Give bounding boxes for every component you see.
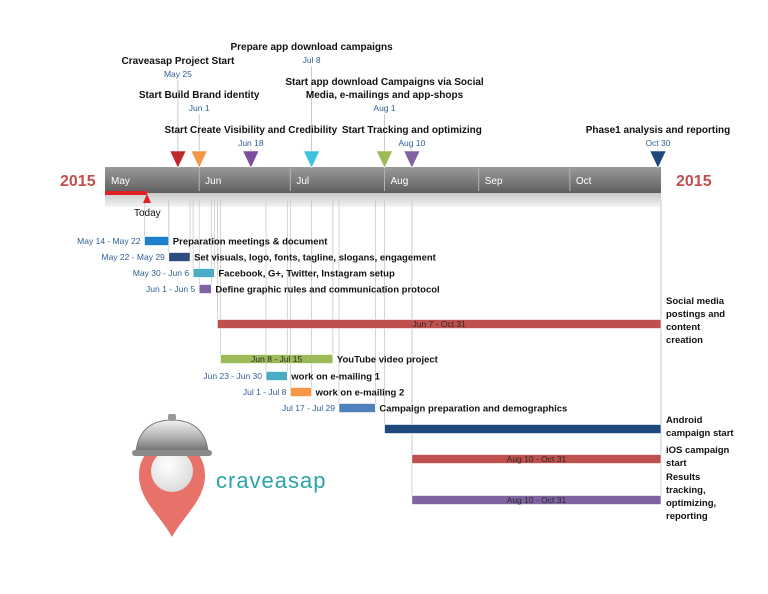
milestone-marker-icon xyxy=(169,150,187,169)
craveasap-logo xyxy=(132,414,212,537)
logo-cloche-rim xyxy=(132,450,212,456)
timeline-band-shadow xyxy=(105,193,661,207)
task-bar xyxy=(265,371,288,381)
task-bar xyxy=(168,252,191,262)
task-date-label: May 30 - Jun 6 xyxy=(133,268,189,278)
task-bar xyxy=(192,268,215,278)
logo-cloche-icon xyxy=(135,419,209,453)
milestone-marker-icon xyxy=(242,150,260,169)
milestone-marker-icon xyxy=(403,150,421,169)
task-bar xyxy=(338,403,376,413)
milestone-title: Phase1 analysis and reporting xyxy=(586,125,731,136)
milestone-title: Start Build Brand identity xyxy=(139,90,260,101)
logo-cloche-knob xyxy=(168,414,176,421)
task-name-label: Facebook, G+, Twitter, Instagram setup xyxy=(218,269,395,280)
task-name-label: Set visuals, logo, fonts, tagline, sloga… xyxy=(194,253,437,264)
task-date-label: Jun 23 - Jun 30 xyxy=(203,371,262,381)
timeline-band xyxy=(105,167,661,193)
task-bar xyxy=(411,495,662,505)
task-bar xyxy=(384,424,662,434)
task-date-label: May 22 - May 29 xyxy=(101,252,165,262)
task-name-label: work on e-mailing 2 xyxy=(315,388,405,399)
task-bar xyxy=(198,284,212,294)
month-label: Oct xyxy=(576,176,592,187)
task-bar xyxy=(220,354,334,364)
milestone-title: Start app download Campaigns via Social xyxy=(285,77,484,88)
today-progress-bar xyxy=(105,191,147,195)
task-name-label: Define graphic rules and communication p… xyxy=(215,285,439,296)
milestone-date: Jul 8 xyxy=(303,55,321,65)
logo-ball-icon xyxy=(151,450,193,492)
task-date-label: May 14 - May 22 xyxy=(77,236,141,246)
milestone-title: Prepare app download campaigns xyxy=(230,42,393,53)
milestone-marker-icon xyxy=(303,150,320,169)
task-date-label: Jun 1 - Jun 5 xyxy=(146,284,195,294)
task-name-label: Campaign preparation and demographics xyxy=(379,404,567,415)
milestone-marker-icon xyxy=(376,150,393,169)
milestone-date: Jun 1 xyxy=(189,103,210,113)
milestone-title: Craveasap Project Start xyxy=(121,56,235,67)
task-date-label: Jun 8 - Jul 15 xyxy=(251,354,302,364)
task-date-label: Aug 10 - Oct 31 xyxy=(507,454,567,464)
milestone-title: Start Create Visibility and Credibility xyxy=(165,125,338,136)
task-date-label: Jul 1 - Jul 8 xyxy=(243,387,287,397)
month-label: May xyxy=(111,176,130,187)
today-label: Today xyxy=(134,208,161,219)
year-label-left: 2015 xyxy=(60,173,96,190)
month-label: Aug xyxy=(391,176,409,187)
task-date-label: Jul 17 - Jul 29 xyxy=(282,403,335,413)
task-bar xyxy=(217,319,662,329)
milestone-title: Start Tracking and optimizing xyxy=(342,125,482,136)
task-date-label: Aug 10 - Oct 31 xyxy=(507,495,567,505)
month-label: Jun xyxy=(205,176,221,187)
task-bar xyxy=(411,454,662,464)
task-bar xyxy=(144,236,170,246)
milestone-date: Jun 18 xyxy=(238,138,264,148)
milestone-date: May 25 xyxy=(164,69,192,79)
milestone-title: Media, e-mailings and app-shops xyxy=(306,90,464,101)
task-name-label: YouTube video project xyxy=(337,355,439,366)
task-name-label: Preparation meetings & document xyxy=(173,237,329,248)
brand-wordmark: craveasap xyxy=(216,468,327,493)
month-label: Jul xyxy=(296,176,309,187)
milestone-date: Oct 30 xyxy=(645,138,670,148)
year-label-right: 2015 xyxy=(676,173,712,190)
milestone-date: Aug 1 xyxy=(373,103,395,113)
month-label: Sep xyxy=(485,176,503,187)
task-name-label: work on e-mailing 1 xyxy=(290,372,380,383)
milestone-date: Aug 10 xyxy=(398,138,425,148)
task-bar xyxy=(290,387,312,397)
task-date-label: Jun 7 - Oct 31 xyxy=(413,319,467,329)
milestone-marker-icon xyxy=(190,150,208,169)
today-marker-icon xyxy=(143,194,151,203)
milestone-marker-icon xyxy=(649,150,667,169)
